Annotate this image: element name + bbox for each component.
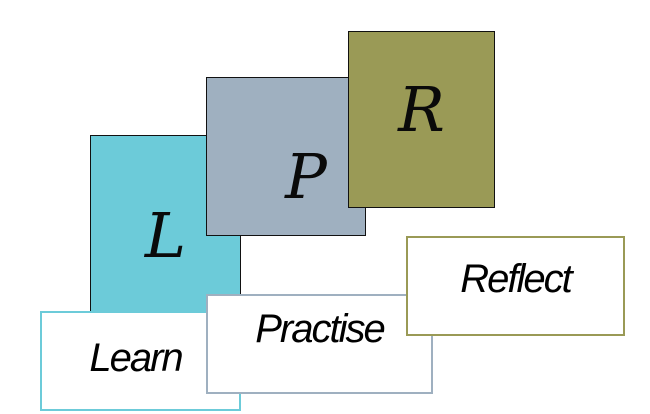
reflect-label: Reflect (460, 256, 572, 301)
reflect-letter: R (398, 73, 445, 146)
practise-label: Practise (255, 306, 385, 351)
reflect-label-box: Reflect (406, 236, 625, 336)
learn-letter: L (144, 198, 187, 272)
practise-letter: P (285, 140, 327, 213)
learn-label: Learn (89, 336, 183, 380)
practise-label-box: Practise (206, 294, 433, 394)
practise-letter-card: P (206, 77, 366, 236)
reflect-letter-card: R (348, 31, 495, 208)
